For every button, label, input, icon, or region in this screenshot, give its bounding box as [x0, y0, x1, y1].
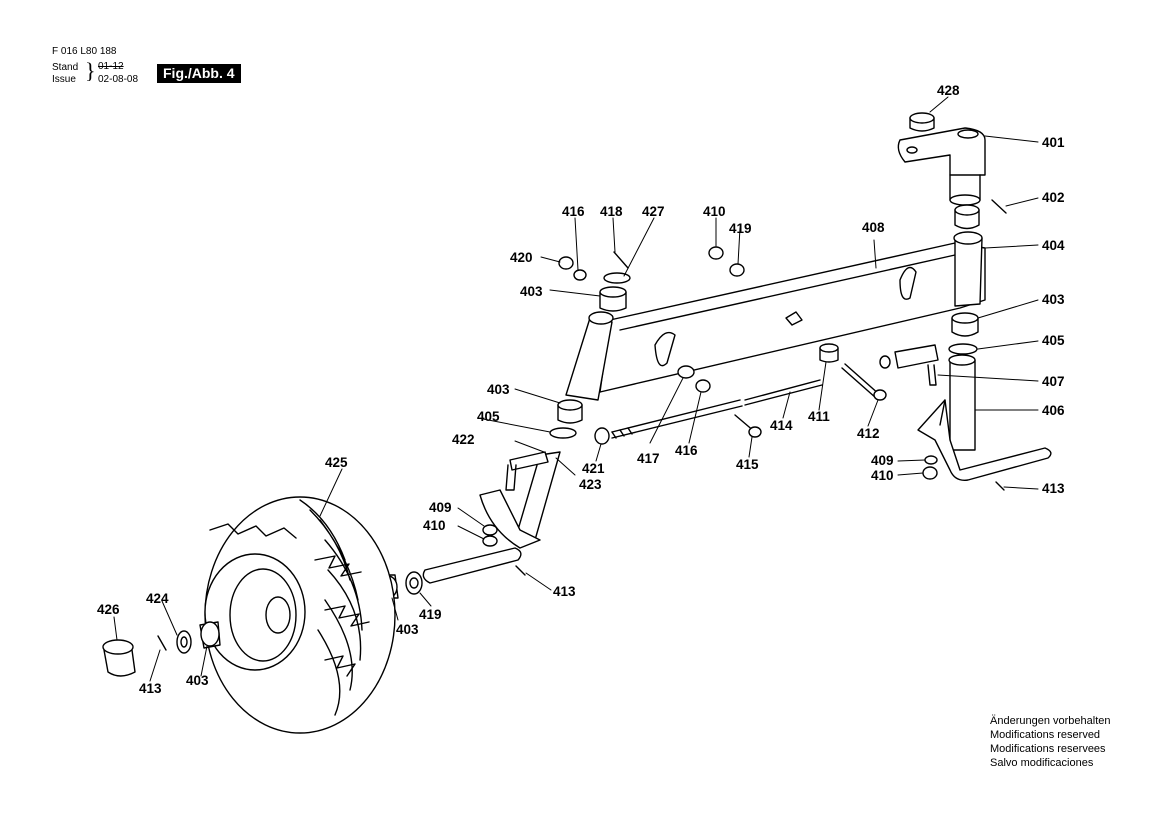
note-fr: Modifications reservees	[990, 743, 1106, 755]
pin-413-mid	[515, 565, 526, 576]
label-407: 407	[1042, 374, 1065, 389]
label-405-right: 405	[1042, 333, 1065, 348]
washer-419-wheel	[405, 571, 423, 595]
label-426: 426	[97, 602, 120, 617]
label-413-mid: 413	[553, 584, 576, 599]
label-406: 406	[1042, 403, 1065, 418]
label-412: 412	[857, 426, 880, 441]
label-416-lower: 416	[675, 443, 698, 458]
spindle-406	[917, 354, 1052, 481]
label-419-top: 419	[729, 221, 752, 236]
pin-402	[991, 199, 1007, 214]
note-de: Änderungen vorbehalten	[990, 715, 1111, 727]
label-413-right: 413	[1042, 481, 1065, 496]
washer-427	[603, 272, 631, 284]
nut-410-right	[922, 466, 938, 480]
brace-symbol: }	[85, 58, 96, 83]
label-401: 401	[1042, 135, 1065, 150]
label-427: 427	[642, 204, 665, 219]
issue-label: Issue	[52, 74, 76, 85]
spindle-423	[422, 451, 561, 584]
label-409-left: 409	[429, 500, 452, 515]
label-428: 428	[937, 83, 960, 98]
label-425: 425	[325, 455, 348, 470]
steering-arm	[897, 127, 986, 206]
axle-beam	[565, 231, 986, 401]
label-423: 423	[579, 477, 602, 492]
label-405-left: 405	[477, 409, 500, 424]
label-403-right: 403	[1042, 292, 1065, 307]
cap-428	[909, 112, 935, 132]
label-422: 422	[452, 432, 475, 447]
label-416-top: 416	[562, 204, 585, 219]
note-es: Salvo modificaciones	[990, 757, 1094, 769]
document-code: F 016 L80 188	[52, 46, 117, 57]
label-424: 424	[146, 591, 169, 606]
label-410-right: 410	[871, 468, 894, 483]
label-419-wheel: 419	[419, 607, 442, 622]
label-409-right: 409	[871, 453, 894, 468]
washer-416-top	[573, 269, 587, 281]
issue-date: 02-08-08	[98, 74, 139, 85]
label-417: 417	[637, 451, 660, 466]
washer-409-left	[482, 524, 498, 536]
modification-notes: Änderungen vorbehalten Modifications res…	[990, 714, 1110, 770]
bushing-417	[677, 365, 695, 379]
washer-405-left	[549, 427, 577, 439]
washer-424	[176, 630, 192, 654]
note-en: Modifications reserved	[990, 729, 1101, 741]
pin-413-right	[995, 481, 1005, 491]
label-403-wheel: 403	[396, 622, 419, 637]
label-414: 414	[770, 418, 793, 433]
tie-rod-414	[744, 379, 823, 406]
nut-420	[558, 256, 574, 270]
figure-label: Fig./Abb. 4	[157, 64, 241, 83]
label-408: 408	[862, 220, 885, 235]
bushing-403-right	[951, 312, 979, 337]
pin-413-left	[157, 635, 167, 651]
label-415: 415	[736, 457, 759, 472]
bolt-412	[841, 363, 881, 399]
bushing-411	[819, 343, 839, 363]
bushing-403-left-top	[599, 286, 627, 312]
label-410-left: 410	[423, 518, 446, 533]
stand-label: Stand	[52, 62, 79, 73]
label-418: 418	[600, 204, 623, 219]
bolt-thread	[611, 427, 633, 439]
bolt-shaft	[611, 399, 743, 439]
label-411: 411	[808, 409, 830, 424]
label-403-outer: 403	[186, 673, 209, 688]
tie-rod-end-407	[894, 344, 939, 386]
cap-426	[102, 639, 136, 677]
washer-405-right	[948, 343, 978, 355]
nut-410-left	[482, 535, 498, 547]
washer-409-right	[924, 455, 938, 465]
label-403-left: 403	[487, 382, 510, 397]
label-410-top: 410	[703, 204, 726, 219]
label-413-left: 413	[139, 681, 162, 696]
bushing-403-outer	[199, 621, 221, 649]
pin-418	[613, 251, 629, 269]
old-date: 01-12	[98, 61, 124, 72]
washer-419-top	[729, 263, 745, 277]
wheel-425	[204, 496, 396, 734]
label-402: 402	[1042, 190, 1065, 205]
label-420: 420	[510, 250, 533, 265]
bushing-403-right-top	[954, 204, 980, 230]
label-421: 421	[582, 461, 605, 476]
label-403-left-top: 403	[520, 284, 543, 299]
label-404: 404	[1042, 238, 1065, 253]
bushing-403-left	[557, 399, 583, 424]
nut-410-top	[708, 246, 724, 260]
washer-416	[695, 379, 711, 393]
nut-421	[594, 427, 610, 445]
